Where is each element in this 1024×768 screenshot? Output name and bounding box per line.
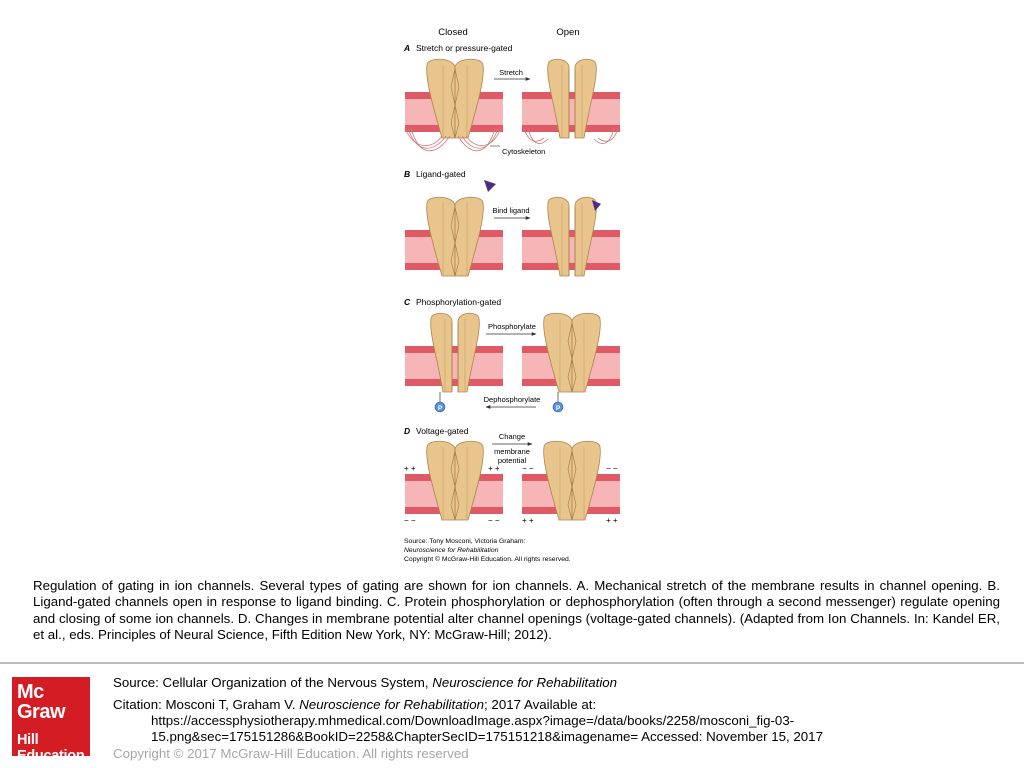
panel-d-title: Voltage-gated [416, 426, 469, 436]
membrane [405, 346, 503, 386]
panel-a-title: Stretch or pressure-gated [416, 43, 513, 53]
copyright-line: Copyright © 2017 McGraw-Hill Education. … [113, 746, 469, 762]
membrane [522, 230, 620, 270]
panel-a-letter: A [403, 43, 410, 53]
phosphate-label: P [556, 405, 561, 412]
charge-top-right-open: − − [606, 464, 618, 473]
figure-credit-3: Copyright © McGraw-Hill Education. All r… [404, 555, 571, 563]
charge-top-left-open: − − [522, 464, 534, 473]
membrane [522, 92, 620, 132]
charge-bottom-left-open: + + [522, 516, 534, 525]
potential-label: potential [498, 456, 527, 465]
panel-c-title: Phosphorylation-gated [416, 297, 501, 307]
divider [0, 662, 1024, 664]
dephosphorylate-label: Dephosphorylate [484, 395, 541, 404]
col-open-label: Open [556, 27, 579, 38]
charge-bottom-right-closed: − − [488, 516, 500, 525]
cytoskeleton-label: Cytoskeleton [502, 147, 545, 156]
stretch-label: Stretch [499, 68, 523, 77]
ion-channel-gating-figure: Closed Open A Stretch or pressure-gated … [400, 18, 625, 570]
charge-bottom-right-open: + + [606, 516, 618, 525]
logo-line-2: Graw [17, 702, 65, 722]
charge-bottom-left: − − [404, 516, 416, 525]
figure-caption: Regulation of gating in ion channels. Se… [33, 578, 1000, 643]
panel-b: B Ligand-gated Bind ligand [404, 169, 620, 276]
citation-url-2[interactable]: 15.png&sec=175151286&BookID=2258&Chapter… [151, 729, 823, 745]
charge-top-left: + + [404, 464, 416, 473]
citation-line: Citation: Mosconi T, Graham V. Neuroscie… [113, 697, 596, 713]
ligand-free-icon [484, 180, 496, 192]
membrane-label: membrane [494, 447, 530, 456]
panel-a: A Stretch or pressure-gated Stretch Cyto… [403, 43, 620, 156]
panel-c-letter: C [404, 297, 411, 307]
figure-credit-1: Source: Tony Mosconi, Victoria Graham: [404, 538, 526, 545]
phosphate-label: P [438, 405, 443, 412]
citation-url-1[interactable]: https://accessphysiotherapy.mhmedical.co… [151, 713, 794, 729]
bind-ligand-label: Bind ligand [492, 206, 529, 215]
figure-credit-2: Neuroscience for Rehabilitation [404, 547, 499, 554]
change-label: Change [499, 432, 525, 441]
panel-c: C Phosphorylation-gated P P Phosphorylat… [404, 297, 620, 412]
panel-d: D Voltage-gated + + + + − − − − − − − − … [404, 426, 620, 525]
panel-b-title: Ligand-gated [416, 169, 466, 179]
panel-b-letter: B [404, 169, 410, 179]
col-closed-label: Closed [438, 27, 468, 38]
source-line: Source: Cellular Organization of the Ner… [113, 675, 617, 691]
phosphorylate-label: Phosphorylate [488, 322, 536, 331]
panel-d-letter: D [404, 426, 410, 436]
charge-top-right-closed: + + [488, 464, 500, 473]
logo-line-1: Mc [17, 682, 44, 702]
